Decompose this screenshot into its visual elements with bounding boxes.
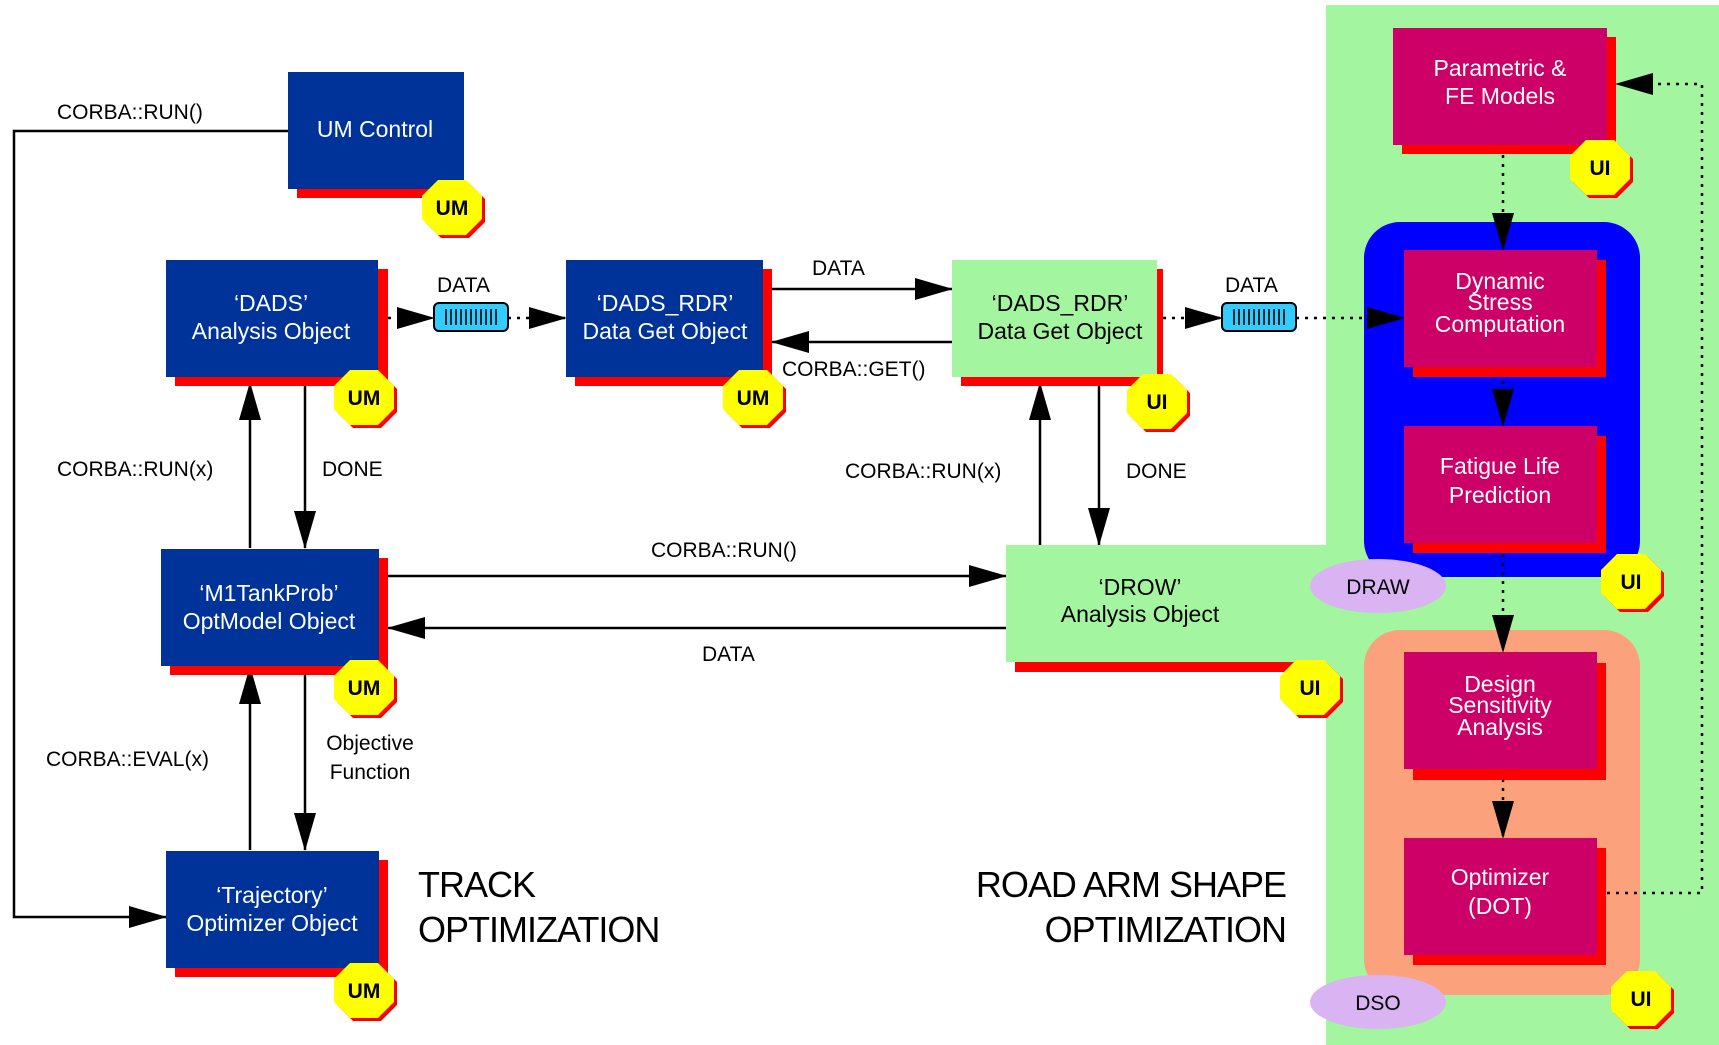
design-label-line2: Sensitivity [1448, 692, 1552, 718]
svg-text:UM: UM [737, 387, 770, 410]
data-left-label: DATA [437, 274, 490, 297]
design-sensitivity-box: Design Sensitivity Analysis [1404, 652, 1606, 780]
optimizer-feedback-arrow [1607, 73, 1704, 895]
um-badge: UM [422, 180, 485, 238]
design-label-line1: Design [1464, 671, 1536, 697]
corba-run-x-left-label: CORBA::RUN(x) [57, 458, 213, 481]
corba-run-label: CORBA::RUN() [57, 101, 203, 124]
dso-oval: DSO [1310, 975, 1446, 1029]
fatigue-label-line1: Fatigue Life [1440, 453, 1560, 479]
svg-text:UI: UI [1631, 988, 1652, 1011]
dads-rdr-um-label-line1: ‘DADS_RDR’ [597, 290, 734, 316]
svg-text:UM: UM [348, 677, 381, 700]
parametric-label-line1: Parametric & [1434, 55, 1567, 81]
drow-label-line2: Analysis Object [1061, 601, 1220, 627]
drow-label-line1: ‘DROW’ [1098, 574, 1181, 600]
ui-badge: UI [1570, 140, 1633, 198]
svg-text:UI: UI [1590, 157, 1611, 180]
data-mid-label: DATA [812, 257, 865, 280]
fatigue-label-line2: Prediction [1449, 482, 1551, 508]
design-label-line3: Analysis [1457, 714, 1543, 740]
svg-text:UI: UI [1300, 677, 1321, 700]
objective-label-line2: Function [330, 761, 411, 784]
data-queue-icon [433, 302, 509, 332]
road-arm-title-line2: OPTIMIZATION [1045, 909, 1286, 950]
optimizer-label-line2: (DOT) [1468, 893, 1532, 919]
dynamic-label-line3: Computation [1435, 311, 1565, 337]
parametric-label-line2: FE Models [1445, 83, 1555, 109]
trajectory-label-line2: Optimizer Object [186, 910, 358, 936]
parametric-fe-box: Parametric & FE Models [1393, 28, 1616, 154]
corba-eval-label: CORBA::EVAL(x) [46, 748, 209, 771]
corba-run-mid-label: CORBA::RUN() [651, 539, 797, 562]
data-bottom-label: DATA [702, 643, 755, 666]
drow-box: ‘DROW’ Analysis Object [1006, 545, 1326, 672]
corba-get-label: CORBA::GET() [782, 358, 926, 381]
dynamic-label-line2: Stress [1467, 289, 1532, 315]
track-title-line1: TRACK [418, 864, 536, 905]
um-control-label: UM Control [317, 116, 433, 142]
dads-analysis-box: ‘DADS’ Analysis Object [166, 260, 388, 386]
track-title-line2: OPTIMIZATION [418, 909, 659, 950]
dads-rdr-ui-box: ‘DADS_RDR’ Data Get Object [952, 260, 1163, 386]
ui-badge: UI [1280, 660, 1343, 718]
dads-rdr-ui-label-line1: ‘DADS_RDR’ [992, 290, 1129, 316]
um-badge: UM [334, 370, 397, 428]
fatigue-life-box: Fatigue Life Prediction [1404, 426, 1606, 553]
dads-label-line2: Analysis Object [192, 318, 351, 344]
ui-badge: UI [1127, 374, 1190, 432]
ui-badge: UI [1601, 554, 1664, 612]
dads-label-line1: ‘DADS’ [234, 290, 308, 316]
um-badge: UM [334, 963, 397, 1021]
svg-text:UI: UI [1147, 391, 1168, 414]
dynamic-label-line1: Dynamic [1455, 268, 1544, 294]
draw-oval: DRAW [1310, 559, 1446, 613]
m1tankprob-box: ‘M1TankProb’ OptModel Object [161, 549, 388, 675]
optimizer-dot-box: Optimizer (DOT) [1404, 838, 1606, 965]
trajectory-box: ‘Trajectory’ Optimizer Object [166, 851, 388, 977]
done-right-label: DONE [1126, 460, 1187, 483]
svg-text:UM: UM [436, 197, 469, 220]
um-control-box: UM Control [288, 72, 464, 198]
um-badge: UM [334, 660, 397, 718]
dynamic-stress-box: Dynamic Stress Computation [1404, 250, 1606, 377]
dads-rdr-ui-label-line2: Data Get Object [978, 318, 1144, 344]
dads-rdr-um-label-line2: Data Get Object [583, 318, 749, 344]
road-arm-title-line1: ROAD ARM SHAPE [976, 864, 1286, 905]
svg-text:DSO: DSO [1355, 992, 1401, 1015]
svg-text:UM: UM [348, 980, 381, 1003]
svg-text:DRAW: DRAW [1346, 576, 1410, 599]
svg-text:UI: UI [1621, 571, 1642, 594]
corba-run-x-right-label: CORBA::RUN(x) [845, 460, 1001, 483]
m1tank-label-line2: OptModel Object [183, 608, 356, 634]
optimizer-label-line1: Optimizer [1451, 864, 1550, 890]
data-queue-icon [1221, 302, 1297, 332]
ui-badge: UI [1611, 971, 1674, 1029]
dads-rdr-um-box: ‘DADS_RDR’ Data Get Object [566, 260, 772, 386]
um-badge: UM [723, 370, 786, 428]
data-right-label: DATA [1225, 274, 1278, 297]
done-left-label: DONE [322, 458, 383, 481]
m1tank-label-line1: ‘M1TankProb’ [199, 580, 338, 606]
objective-label-line1: Objective [326, 732, 414, 755]
trajectory-label-line1: ‘Trajectory’ [216, 882, 328, 908]
svg-text:UM: UM [348, 387, 381, 410]
corba-run-connector [12, 129, 288, 928]
